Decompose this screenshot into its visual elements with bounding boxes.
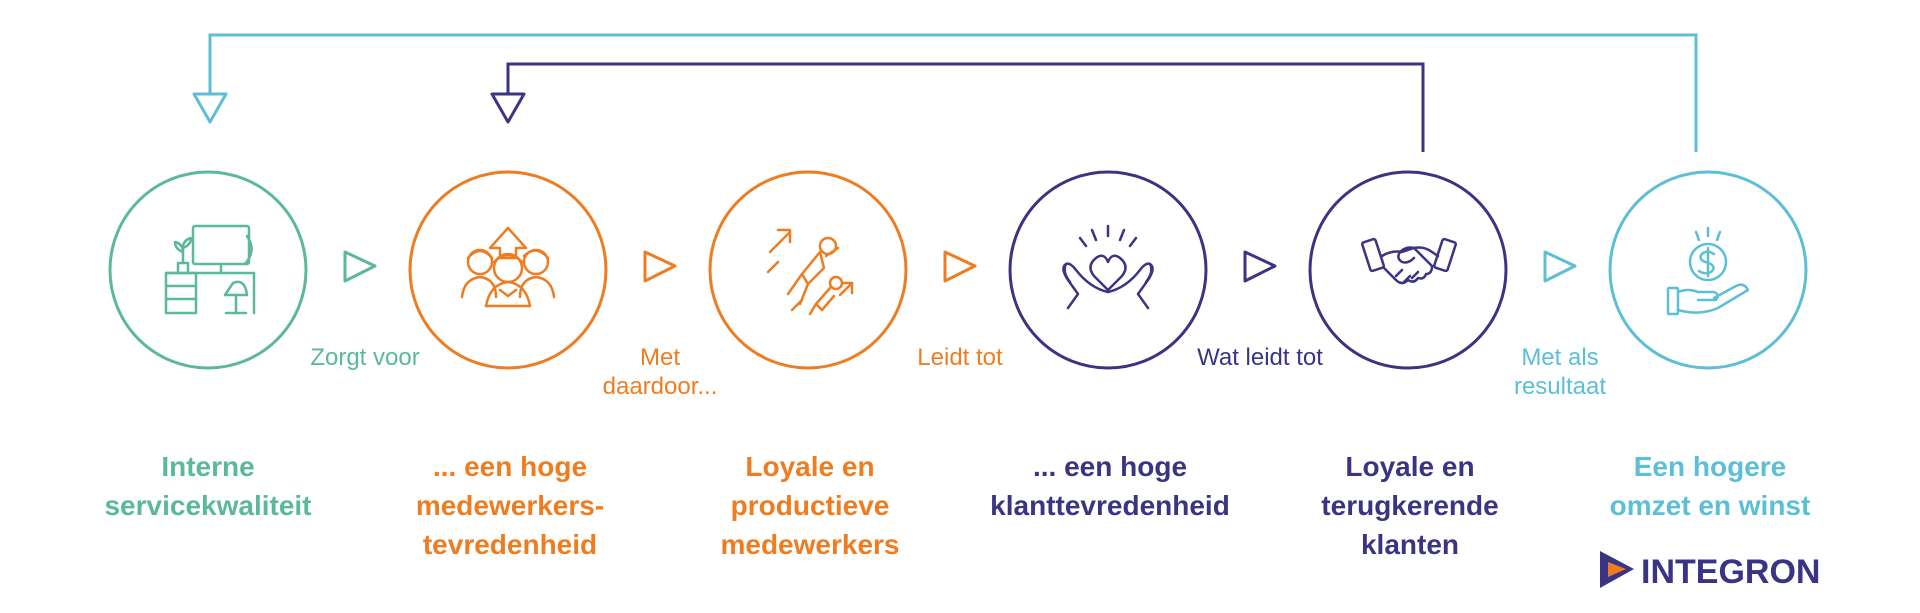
money-hand-icon (1666, 226, 1750, 316)
stage-title-klanten: Loyale en terugkerende klanten (1321, 451, 1499, 560)
team-growth-icon (460, 226, 556, 308)
connector-label-2: Met daardoor... (602, 344, 718, 400)
stage-circle-medewerkers (708, 170, 908, 370)
stage-title-interne: Interne servicekwaliteit (104, 451, 312, 521)
stage-circle-medewerkerstevredenheid (408, 170, 608, 370)
stage-title-omzet: Een hogere omzet en winst (1609, 451, 1811, 521)
stage-title-medewerkerstevredenheid: ... een hoge medewerkers-tevredenheid (415, 451, 605, 560)
stage-circle-omzet (1608, 170, 1808, 370)
feedback-loop-navy (490, 62, 1425, 152)
productive-workers-icon (766, 228, 854, 316)
connector-label-5: Met als resultaat (1513, 344, 1607, 400)
connector-arrow-5 (1543, 250, 1577, 283)
connector-label-3: Leidt tot (917, 344, 1003, 371)
connector-label-4: Wat leidt tot (1197, 344, 1323, 371)
connector-arrow-3 (943, 250, 977, 283)
integron-logo-text: INTEGRON (1641, 553, 1821, 591)
stage-circle-klanttevredenheid (1008, 170, 1208, 370)
connector-arrow-1 (343, 250, 377, 283)
connector-arrow-4 (1243, 250, 1277, 283)
connector-arrow-2 (643, 250, 677, 283)
stage-title-klanttevredenheid: ... een hoge klanttevredenheid (990, 451, 1230, 521)
heart-hands-icon (1062, 224, 1154, 310)
integron-play-icon (1600, 551, 1634, 588)
stage-title-medewerkers: Loyale en productieve medewerkers (720, 451, 900, 560)
office-desk-icon (164, 224, 256, 315)
handshake-icon (1360, 237, 1458, 285)
connector-label-1: Zorgt voor (310, 344, 420, 371)
stage-circle-klanten (1308, 170, 1508, 370)
stage-circle-interne (108, 170, 308, 370)
feedback-loop-teal (192, 33, 1698, 152)
